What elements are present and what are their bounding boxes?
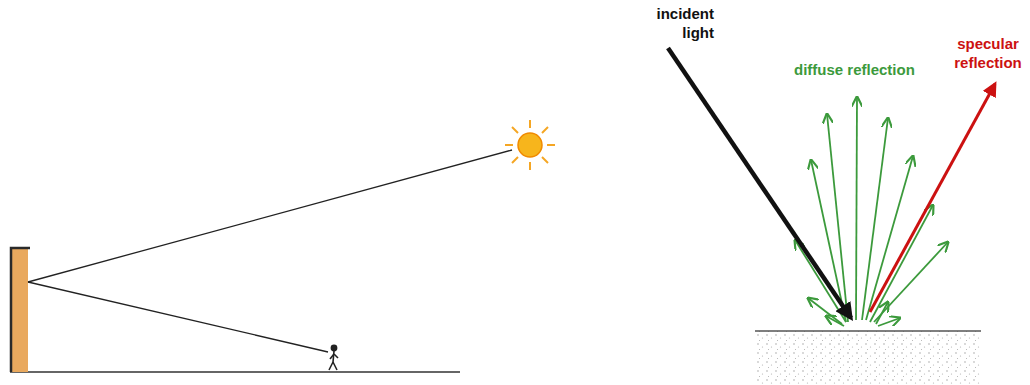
sun-ray — [28, 150, 512, 282]
surface — [755, 331, 981, 385]
wall — [11, 249, 28, 372]
diffuse-label: diffuse reflection — [794, 60, 915, 79]
specular-label: specular reflection — [952, 34, 1024, 72]
sun — [505, 120, 555, 170]
ground-line — [10, 371, 460, 373]
incident-label: incident light — [638, 4, 714, 42]
incident-arrow — [668, 48, 851, 318]
person — [329, 345, 338, 370]
reflected-ray — [28, 282, 328, 352]
specular-arrow — [870, 84, 995, 312]
surface-line — [755, 330, 981, 332]
wall-edge — [11, 248, 30, 372]
